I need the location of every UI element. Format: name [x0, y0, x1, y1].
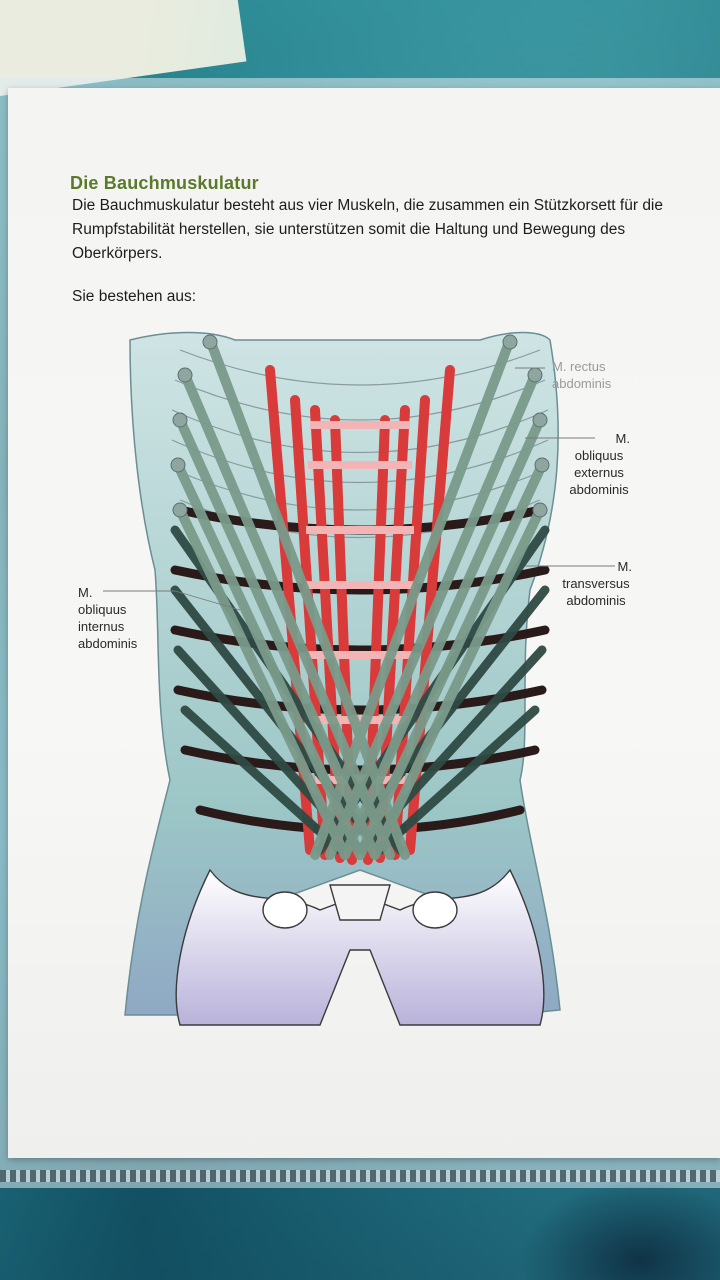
- label-leader-lines: [103, 367, 615, 611]
- label-obliquus-externus: M. obliquus externus abdominis: [569, 431, 630, 497]
- label-obliquus-internus: M. obliquus internus abdominis: [78, 585, 138, 651]
- list-lead: Sie bestehen aus:: [72, 288, 197, 305]
- label-rectus-abdominis: M. rectus abdominis: [552, 359, 612, 391]
- table-shadow: [520, 1180, 720, 1280]
- page-title: Die Bauchmuskulatur: [70, 173, 259, 193]
- abdominal-muscles-illustration: [103, 331, 615, 1026]
- label-transversus-abdominis: M. transversus abdominis: [562, 559, 632, 608]
- intro-paragraph: Die Bauchmuskulatur besteht aus vier Mus…: [72, 197, 663, 262]
- pelvis-bones: [175, 868, 545, 1026]
- sleeve-perforation: [0, 1170, 720, 1182]
- rib-heads: [170, 334, 550, 518]
- obliquus-externus-muscle: [173, 335, 547, 860]
